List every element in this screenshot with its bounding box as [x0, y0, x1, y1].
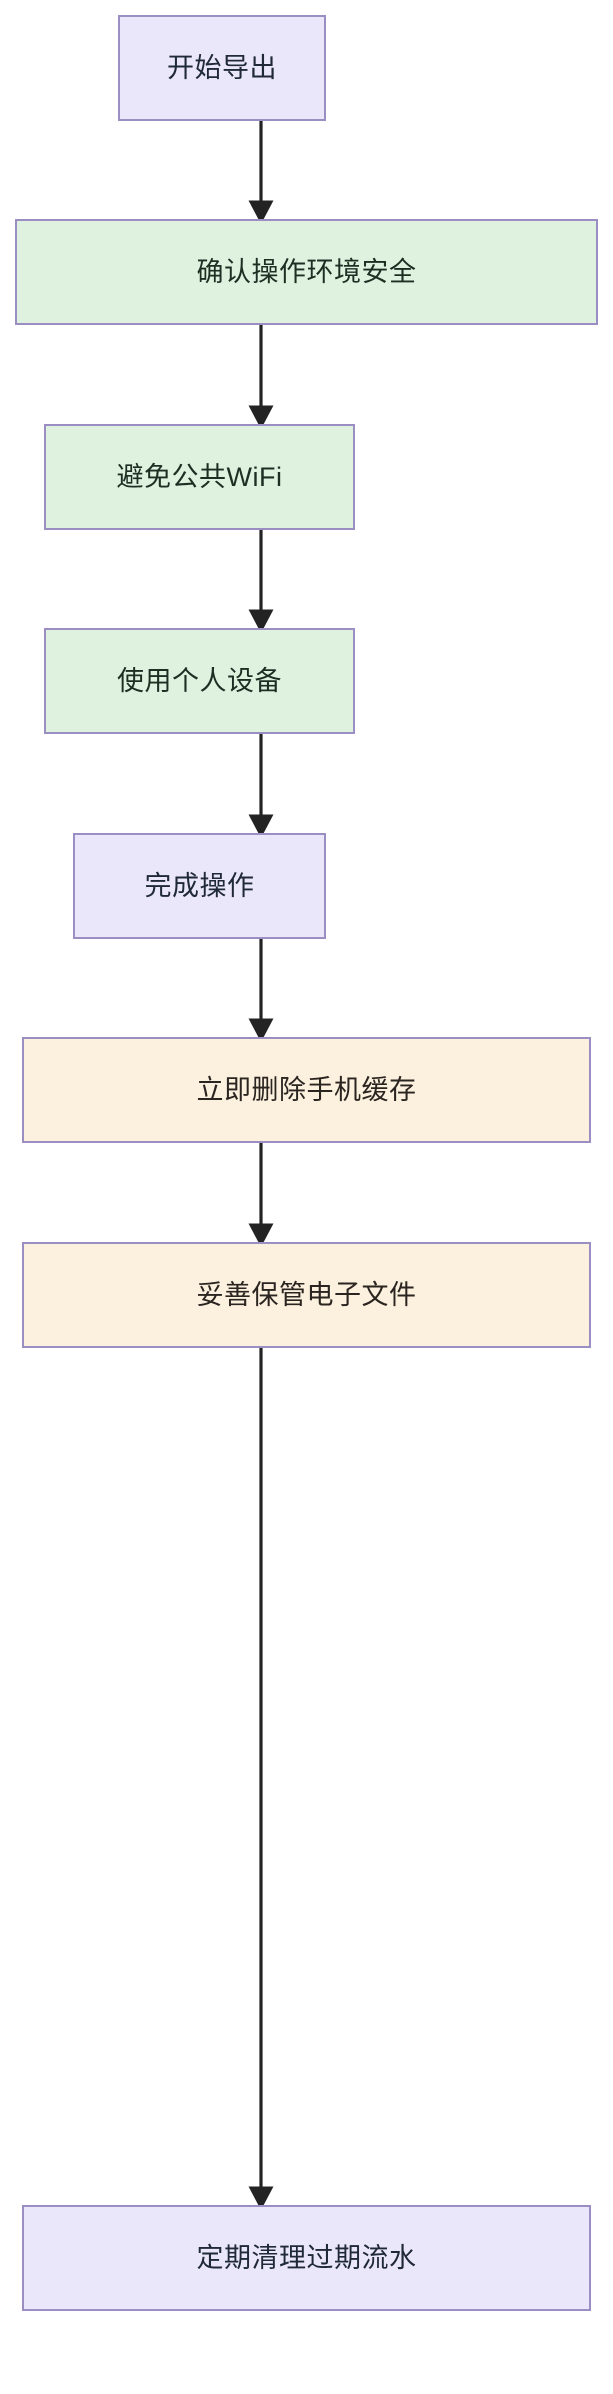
- flow-node-start-export[interactable]: 开始导出: [118, 15, 326, 121]
- flow-node-complete-operation[interactable]: 完成操作: [73, 833, 326, 939]
- flow-node-label: 使用个人设备: [117, 665, 282, 696]
- flow-node-label: 确认操作环境安全: [196, 256, 417, 287]
- flow-node-delete-phone-cache[interactable]: 立即删除手机缓存: [22, 1037, 591, 1143]
- flow-node-label: 开始导出: [167, 52, 277, 83]
- flow-node-periodic-cleanup-expired-statements[interactable]: 定期清理过期流水: [22, 2205, 591, 2311]
- flow-node-label: 完成操作: [144, 870, 255, 901]
- flow-node-label: 妥善保管电子文件: [196, 1279, 417, 1310]
- flow-node-label: 定期清理过期流水: [196, 2242, 417, 2273]
- flow-node-use-personal-device[interactable]: 使用个人设备: [44, 628, 355, 734]
- flow-node-confirm-environment-safe[interactable]: 确认操作环境安全: [15, 219, 598, 325]
- flow-node-label: 避免公共WiFi: [116, 461, 283, 492]
- flow-node-safekeep-electronic-files[interactable]: 妥善保管电子文件: [22, 1242, 591, 1348]
- flow-node-label: 立即删除手机缓存: [196, 1074, 417, 1105]
- flow-node-avoid-public-wifi[interactable]: 避免公共WiFi: [44, 424, 355, 530]
